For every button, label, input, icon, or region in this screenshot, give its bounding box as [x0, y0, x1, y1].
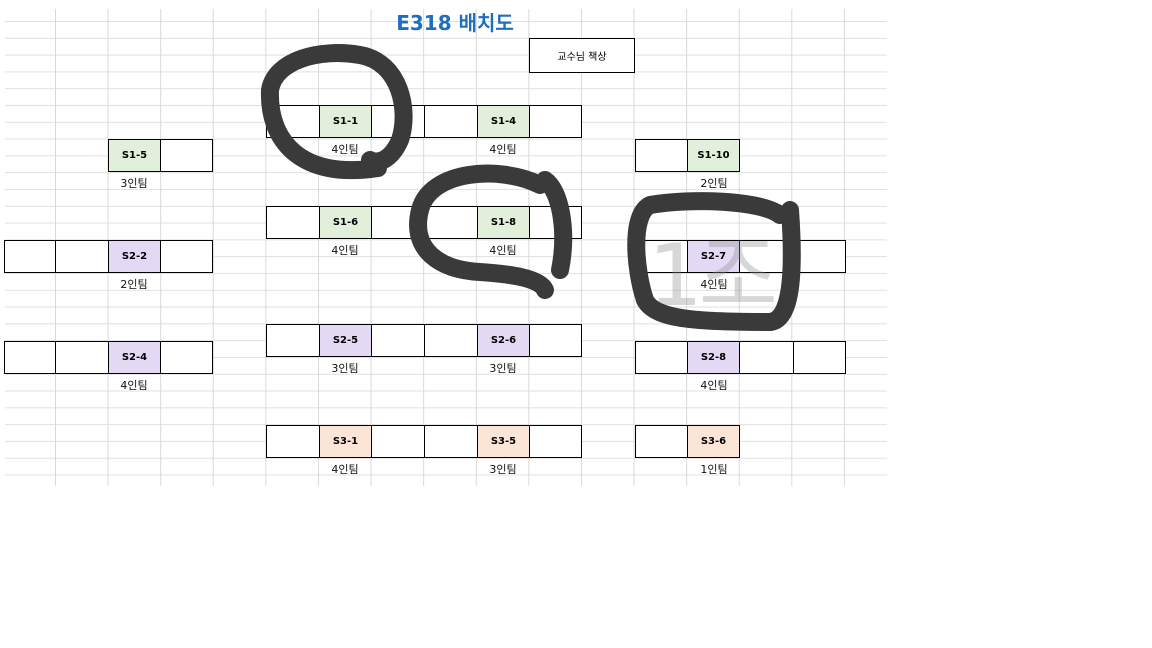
desk-cell[interactable] — [266, 324, 320, 357]
seat-s1-5[interactable]: S1-5 — [108, 139, 161, 172]
team-size-caption: 4인팀 — [489, 143, 517, 156]
team-size-caption: 3인팀 — [489, 362, 517, 375]
team-size-caption: 3인팀 — [489, 463, 517, 476]
desk-cell[interactable] — [793, 240, 846, 273]
team-size-caption: 4인팀 — [489, 244, 517, 257]
desk-cell[interactable] — [266, 206, 320, 239]
team-size-caption: 1인팀 — [700, 463, 728, 476]
desk-cell[interactable] — [793, 341, 846, 374]
desk-cell[interactable] — [160, 240, 213, 273]
desk-cell[interactable] — [739, 341, 794, 374]
seat-s3-5[interactable]: S3-5 — [477, 425, 530, 458]
seat-s3-1[interactable]: S3-1 — [319, 425, 372, 458]
seat-s2-4[interactable]: S2-4 — [108, 341, 161, 374]
desk-cell[interactable] — [635, 139, 688, 172]
desk-cell[interactable] — [160, 341, 213, 374]
team-size-caption: 2인팀 — [120, 278, 148, 291]
handwritten-group-label: 1조 — [648, 226, 778, 326]
team-size-caption: 4인팀 — [120, 379, 148, 392]
desk-cell[interactable] — [424, 324, 478, 357]
desk-cell[interactable] — [371, 425, 425, 458]
desk-cell[interactable] — [529, 324, 582, 357]
seat-s1-10[interactable]: S1-10 — [687, 139, 740, 172]
professor-desk: 교수님 책상 — [529, 38, 635, 73]
team-size-caption: 4인팀 — [331, 463, 359, 476]
desk-cell[interactable] — [371, 206, 425, 239]
seat-s2-8[interactable]: S2-8 — [687, 341, 740, 374]
seat-s3-6[interactable]: S3-6 — [687, 425, 740, 458]
seat-s1-1[interactable]: S1-1 — [319, 105, 372, 138]
desk-cell[interactable] — [55, 240, 109, 273]
desk-cell[interactable] — [529, 425, 582, 458]
team-size-caption: 2인팀 — [700, 177, 728, 190]
desk-cell[interactable] — [266, 425, 320, 458]
desk-cell[interactable] — [55, 341, 109, 374]
team-size-caption: 3인팀 — [120, 177, 148, 190]
desk-cell[interactable] — [529, 105, 582, 138]
desk-cell[interactable] — [371, 105, 425, 138]
desk-cell[interactable] — [4, 240, 56, 273]
sheet-title: E318 배치도 — [396, 11, 514, 35]
desk-cell[interactable] — [424, 425, 478, 458]
team-size-caption: 4인팀 — [331, 244, 359, 257]
desk-cell[interactable] — [424, 105, 478, 138]
seat-s2-5[interactable]: S2-5 — [319, 324, 372, 357]
desk-cell[interactable] — [4, 341, 56, 374]
seat-s2-2[interactable]: S2-2 — [108, 240, 161, 273]
team-size-caption: 3인팀 — [331, 362, 359, 375]
desk-cell[interactable] — [266, 105, 320, 138]
desk-cell[interactable] — [635, 425, 688, 458]
team-size-caption: 4인팀 — [700, 379, 728, 392]
team-size-caption: 4인팀 — [331, 143, 359, 156]
desk-cell[interactable] — [635, 341, 688, 374]
professor-desk-label: 교수님 책상 — [557, 52, 607, 63]
seat-s1-8[interactable]: S1-8 — [477, 206, 530, 239]
seat-s1-6[interactable]: S1-6 — [319, 206, 372, 239]
seat-s1-4[interactable]: S1-4 — [477, 105, 530, 138]
seat-s2-6[interactable]: S2-6 — [477, 324, 530, 357]
desk-cell[interactable] — [529, 206, 582, 239]
desk-cell[interactable] — [371, 324, 425, 357]
desk-cell[interactable] — [424, 206, 478, 239]
desk-cell[interactable] — [160, 139, 213, 172]
